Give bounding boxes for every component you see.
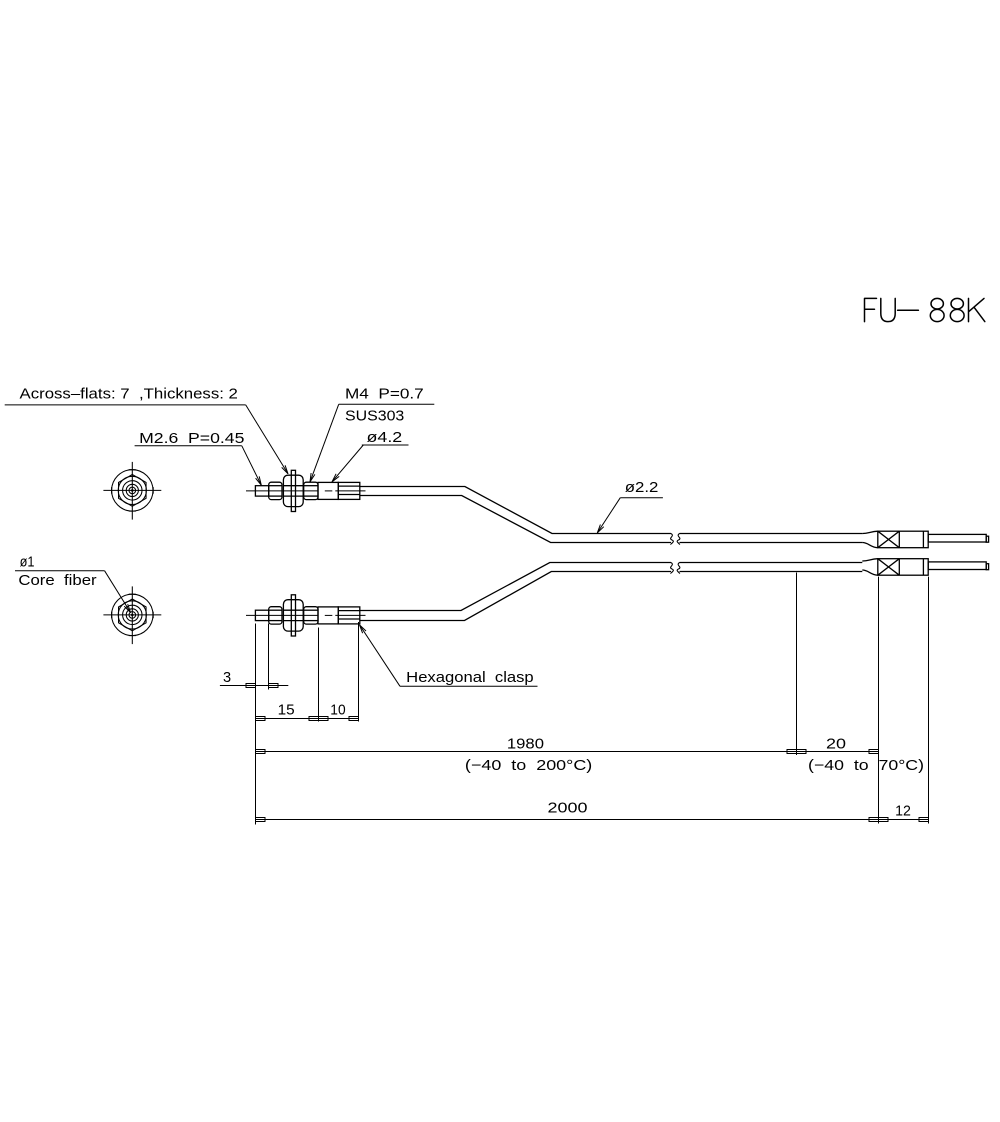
svg-text:1980: 1980 bbox=[507, 736, 544, 752]
svg-text:M2.6 P=0.45: M2.6 P=0.45 bbox=[139, 430, 244, 447]
svg-text:3: 3 bbox=[223, 670, 231, 686]
svg-text:(−40 to 70°C): (−40 to 70°C) bbox=[808, 758, 924, 774]
svg-text:12: 12 bbox=[895, 803, 911, 819]
svg-text:M4 P=0.7: M4 P=0.7 bbox=[345, 385, 424, 402]
svg-text:15: 15 bbox=[278, 703, 295, 719]
svg-text:ø2.2: ø2.2 bbox=[625, 479, 659, 496]
svg-text:2000: 2000 bbox=[548, 800, 588, 816]
svg-text:Core fiber: Core fiber bbox=[18, 572, 96, 589]
svg-text:10: 10 bbox=[330, 703, 345, 719]
svg-text:ø1: ø1 bbox=[20, 554, 35, 571]
svg-text:Hexagonal clasp: Hexagonal clasp bbox=[406, 669, 534, 686]
svg-text:ø4.2: ø4.2 bbox=[367, 429, 403, 446]
svg-text:SUS303: SUS303 bbox=[345, 408, 404, 425]
svg-text:Across–flats: 7 ,Thickness: 2: Across–flats: 7 ,Thickness: 2 bbox=[20, 385, 238, 402]
svg-text:20: 20 bbox=[826, 736, 846, 752]
svg-text:(−40 to 200°C): (−40 to 200°C) bbox=[465, 758, 592, 774]
